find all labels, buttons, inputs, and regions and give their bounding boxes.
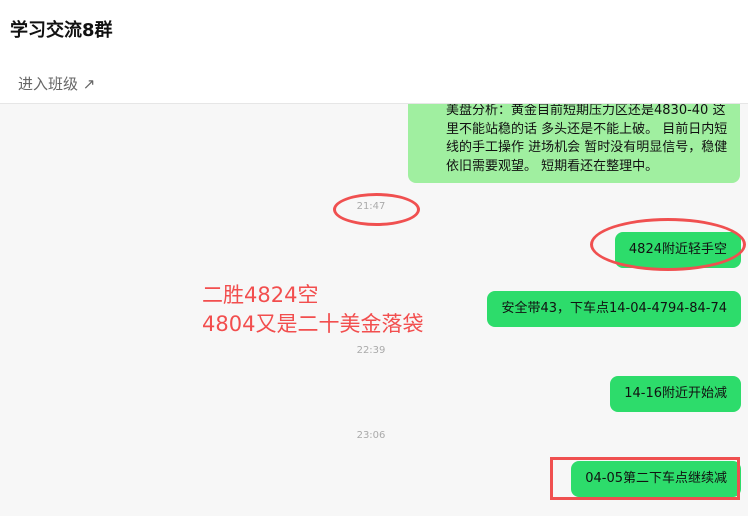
message-bubble: 14-16附近开始减 bbox=[610, 376, 741, 412]
divider bbox=[0, 103, 748, 104]
message-bubble: 美盘分析：黄金目前短期压力区还是4830-40 这里不能站稳的话 多头还是不能上… bbox=[408, 104, 740, 183]
enter-class-label: 进入班级 bbox=[18, 75, 79, 93]
timestamp: 22:39 bbox=[356, 345, 386, 356]
annotation-line: 4804又是二十美金落袋 bbox=[202, 312, 424, 336]
red-ellipse-markup bbox=[590, 218, 746, 271]
timestamp: 23:06 bbox=[356, 430, 386, 441]
chat-title: 学习交流8群 bbox=[10, 20, 113, 41]
arrow-up-right-icon: ↗ bbox=[82, 75, 96, 93]
enter-class-link[interactable]: 进入班级 ↗ bbox=[18, 73, 95, 94]
annotation-text: 二胜4824空 4804又是二十美金落袋 bbox=[202, 281, 423, 339]
bottom-bar bbox=[0, 516, 748, 523]
annotation-line: 二胜4824空 bbox=[202, 283, 319, 307]
red-ellipse-markup bbox=[333, 193, 420, 226]
message-bubble: 04-05第二下车点继续减 bbox=[571, 461, 741, 497]
message-list[interactable]: 美盘分析：黄金目前短期压力区还是4830-40 这里不能站稳的话 多头还是不能上… bbox=[0, 104, 748, 516]
red-rectangle-markup bbox=[550, 457, 740, 500]
message-bubble: 安全带43，下车点14-04-4794-84-74 bbox=[487, 291, 741, 327]
